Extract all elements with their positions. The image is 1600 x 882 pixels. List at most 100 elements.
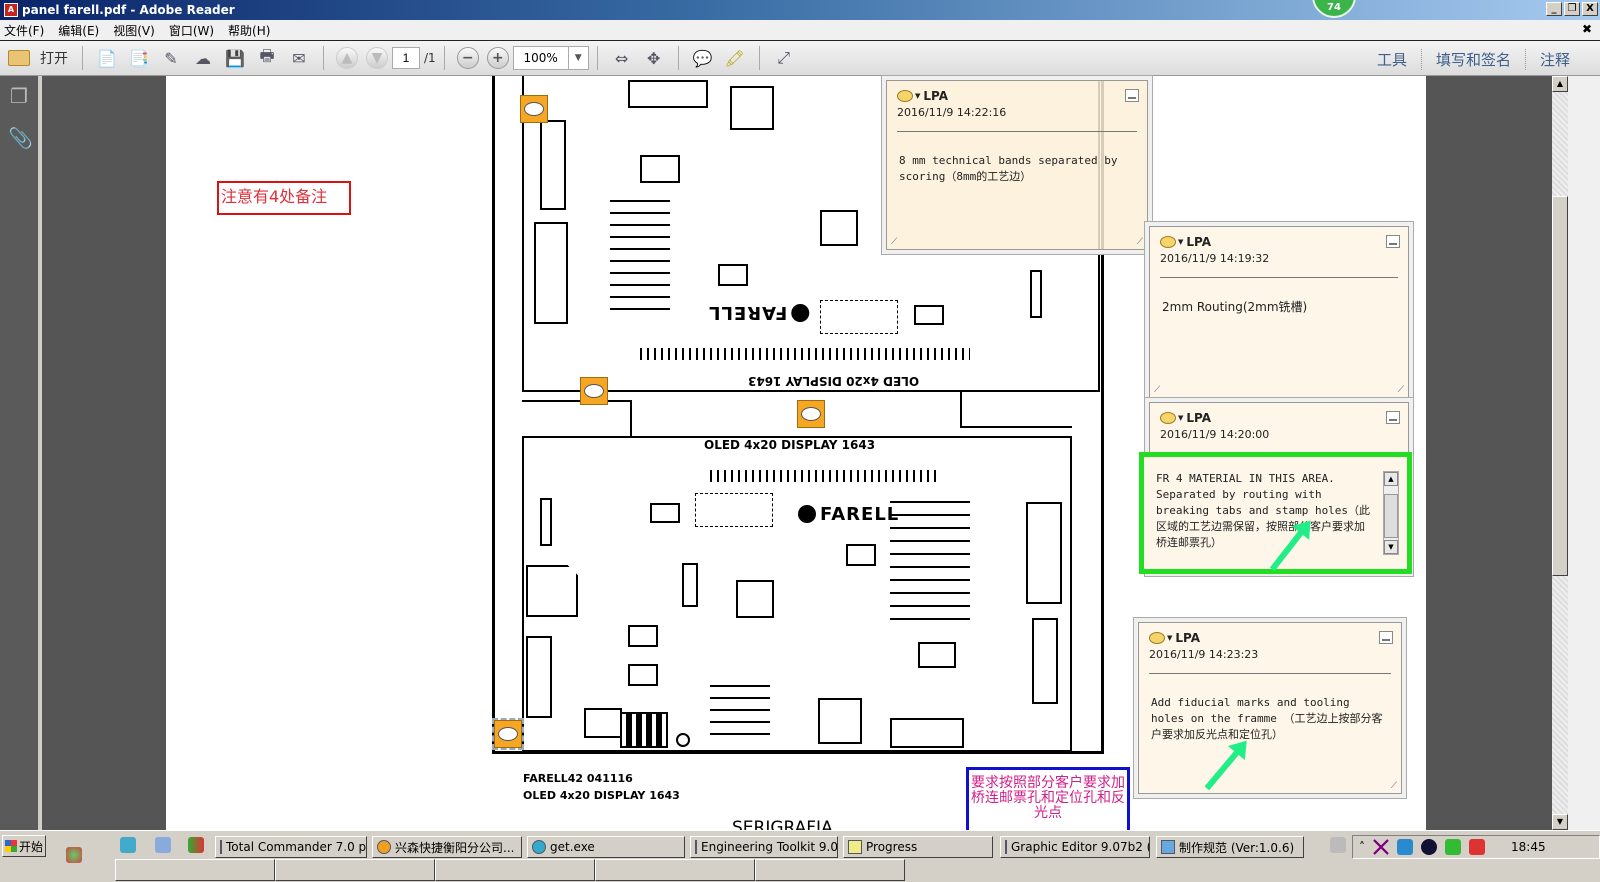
menu-help[interactable]: 帮助(H) — [228, 23, 271, 38]
comment-marker-4[interactable] — [492, 718, 524, 750]
minimize-comment-button[interactable] — [1386, 411, 1400, 424]
comment-popup-4[interactable]: ▼ LPA 2016/11/9 14:23:23 Add fiducial ma… — [1138, 622, 1402, 794]
scroll-down-icon[interactable]: ▼ — [1384, 540, 1398, 554]
highlight-text-icon[interactable]: 🖍 — [724, 48, 745, 68]
open-button[interactable]: 打开 — [8, 48, 68, 68]
taskbar-button-spec[interactable]: 制作规范 (Ver:1.0.6) — [1156, 836, 1304, 858]
scroll-up-icon[interactable]: ▲ — [1552, 76, 1568, 92]
resistor-array-lower — [710, 470, 940, 482]
comment-text[interactable]: 8 mm technical bands separated by scorin… — [899, 154, 1125, 183]
comment-popup-1[interactable]: ▼ LPA 2016/11/9 14:22:16 8 mm technical … — [886, 80, 1148, 250]
quicklaunch-arrow-icon[interactable] — [120, 837, 136, 853]
comment-marker-1[interactable] — [520, 95, 548, 123]
comment-marker-3[interactable] — [797, 400, 825, 428]
quicklaunch-app-icon[interactable] — [188, 837, 204, 853]
page-number-input[interactable] — [392, 47, 420, 69]
teamviewer-icon[interactable] — [1397, 839, 1413, 855]
comment-marker-2[interactable] — [580, 377, 608, 405]
chip-upper — [718, 264, 748, 286]
taskbar-button-get-exe[interactable]: get.exe — [527, 836, 685, 858]
comment-text[interactable]: 2mm Routing(2mm铣槽) — [1162, 300, 1308, 314]
dropdown-caret-icon[interactable]: ▼ — [1167, 634, 1173, 642]
full-screen-icon[interactable]: ⤢ — [777, 48, 791, 67]
toolbar: 打开 📄 📑 ✎ ☁ 💾 🖶 ✉ ▲ ▼ /1 − + 100% ▼ ⇔ ✥ 💬… — [0, 40, 1600, 76]
save-icon[interactable]: 💾 — [225, 48, 245, 68]
scroll-thumb[interactable] — [1552, 196, 1568, 576]
comment-icon — [1160, 412, 1176, 424]
create-pdf-icon[interactable]: 📄 — [97, 48, 117, 68]
resistor-column-upper — [610, 200, 670, 310]
menu-window[interactable]: 窗口(W) — [168, 23, 215, 38]
security-shield-icon[interactable] — [1445, 839, 1461, 855]
vertical-scrollbar[interactable]: ▲ ▼ — [1552, 76, 1568, 830]
email-icon[interactable]: ✉ — [292, 48, 306, 68]
minimize-comment-button[interactable] — [1125, 89, 1139, 102]
dropdown-caret-icon[interactable]: ▼ — [915, 92, 921, 100]
taskbar-row2-item[interactable] — [115, 859, 275, 881]
taskbar-row2-item[interactable] — [755, 859, 905, 881]
restore-button[interactable]: ❐ — [1564, 2, 1580, 16]
minimize-comment-button[interactable] — [1386, 235, 1400, 248]
dropdown-caret-icon[interactable]: ▼ — [1178, 238, 1184, 246]
minimize-comment-button[interactable] — [1379, 631, 1393, 644]
menu-edit[interactable]: 编辑(E) — [58, 23, 100, 38]
fit-page-icon[interactable]: ✥ — [646, 48, 661, 68]
menu-bar: 文件(F) 编辑(E) 视图(V) 窗口(W) 帮助(H) — [0, 20, 1600, 40]
taskbar-row2-item[interactable] — [595, 859, 755, 881]
scroll-thumb[interactable] — [1384, 494, 1398, 538]
fit-width-icon[interactable]: ⇔ — [614, 48, 629, 68]
zoom-in-button[interactable]: + — [486, 47, 509, 69]
menu-file[interactable]: 文件(F) — [4, 23, 45, 38]
edit-pdf-icon[interactable]: 📑 — [129, 48, 149, 68]
taskbar-button-progress[interactable]: Progress — [843, 836, 993, 858]
start-button[interactable]: 开始 — [2, 835, 46, 857]
resize-grip-icon[interactable]: ⟋ — [1397, 385, 1404, 395]
page-thumbnails-icon[interactable]: ❐ — [10, 84, 28, 108]
star-icon — [377, 840, 391, 854]
taskbar-row2-item[interactable] — [275, 859, 435, 881]
taskbar-button-xingsen[interactable]: 兴森快捷衡阳分公司... — [372, 836, 522, 858]
keyboard-icon[interactable] — [1330, 837, 1346, 853]
close-document-icon[interactable]: ✖ — [1581, 22, 1592, 36]
fill-sign-link[interactable]: 填写和签名 — [1420, 48, 1525, 70]
clock[interactable]: 18:45 — [1511, 840, 1546, 854]
mail-notifier-icon[interactable] — [1469, 839, 1485, 855]
sticky-note-icon[interactable]: 💬 — [692, 48, 713, 68]
comment-link[interactable]: 注释 — [1524, 48, 1584, 70]
cloud-upload-icon[interactable]: ☁ — [195, 48, 211, 68]
chip-ic9 — [628, 664, 658, 686]
x-app-icon[interactable] — [1373, 839, 1389, 855]
resize-grip-icon[interactable]: ⟋ — [1390, 781, 1397, 791]
comment-text[interactable]: Add fiducial marks and tooling holes on … — [1151, 696, 1383, 741]
dropdown-caret-icon[interactable]: ▼ — [1178, 414, 1184, 422]
resize-grip-icon[interactable]: ⟋ — [1154, 385, 1161, 395]
calculator-icon[interactable] — [155, 837, 171, 853]
previous-page-button[interactable]: ▲ — [336, 47, 358, 69]
next-page-button[interactable]: ▼ — [366, 47, 388, 69]
minimize-button[interactable]: _ — [1546, 2, 1562, 16]
print-icon[interactable]: 🖶 — [259, 45, 275, 65]
scroll-down-icon[interactable]: ▼ — [1552, 814, 1568, 830]
chevron-down-icon[interactable]: ▼ — [567, 47, 588, 69]
resize-grip-icon[interactable]: ⟋ — [1136, 237, 1143, 247]
taskbar-button-graphic-editor[interactable]: Graphic Editor 9.07b2 (0... — [1000, 836, 1150, 858]
close-button[interactable]: X — [1582, 2, 1598, 16]
comment-text[interactable]: FR 4 MATERIAL IN THIS AREA. Separated by… — [1156, 472, 1371, 549]
comment-popup-2[interactable]: ▼ LPA 2016/11/9 14:19:32 2mm Routing(2mm… — [1149, 226, 1409, 398]
sign-document-icon[interactable]: ✎ — [164, 48, 178, 68]
tools-link[interactable]: 工具 — [1376, 50, 1407, 69]
zoom-out-button[interactable]: − — [456, 47, 479, 69]
show-hidden-icons-icon[interactable]: ˄ — [1359, 840, 1365, 854]
comment-scrollbar[interactable]: ▲ ▼ — [1383, 471, 1399, 555]
attachments-paperclip-icon[interactable]: 📎 — [8, 126, 33, 150]
chip-ic13-upper — [914, 305, 944, 325]
bluetooth-icon[interactable] — [1421, 839, 1437, 855]
menu-view[interactable]: 视图(V) — [113, 23, 155, 38]
scroll-up-icon[interactable]: ▲ — [1384, 472, 1398, 486]
zoom-select[interactable]: 100% ▼ — [512, 46, 589, 70]
taskbar-row2-item[interactable] — [435, 859, 595, 881]
taskbar-button-engineering-toolkit[interactable]: Engineering Toolkit 9.07... — [690, 836, 838, 858]
app-launcher-icon[interactable] — [66, 847, 82, 863]
resize-grip-icon[interactable]: ⟋ — [891, 237, 898, 247]
taskbar-button-total-commander[interactable]: Total Commander 7.0 pu... — [215, 836, 367, 858]
